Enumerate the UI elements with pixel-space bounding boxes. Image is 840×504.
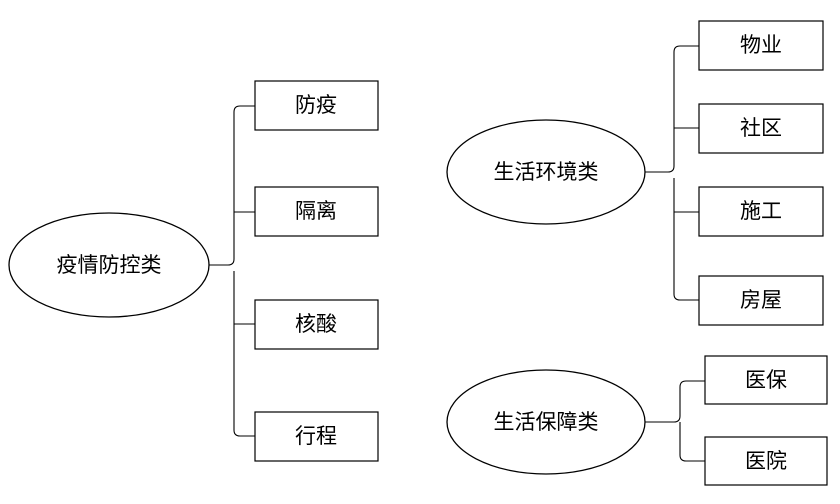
group-living-environment: 生活环境类 物业 社区 施工 房屋: [446, 20, 824, 326]
item-label: 社区: [740, 116, 782, 140]
group-title: 疫情防控类: [57, 253, 162, 277]
item-box: [698, 20, 824, 71]
item-label: 房屋: [740, 288, 782, 312]
group-bracket: [209, 105, 255, 437]
item-label: 医保: [745, 368, 787, 392]
group-epidemic-control: 疫情防控类 防疫 隔离 核酸 行程: [8, 80, 379, 462]
item-label: 防疫: [295, 93, 337, 117]
item-box: [698, 103, 824, 154]
item-label: 物业: [740, 33, 782, 57]
item-box: [254, 411, 379, 462]
item-label: 隔离: [295, 199, 337, 223]
item-box: [698, 275, 824, 326]
group-bracket: [645, 45, 699, 301]
item-box: [254, 80, 379, 131]
item-box: [698, 186, 824, 237]
item-label: 行程: [295, 424, 337, 448]
group-title: 生活环境类: [494, 160, 599, 184]
item-label: 医院: [745, 449, 787, 473]
item-box: [704, 355, 828, 405]
item-box: [254, 299, 379, 350]
item-box: [704, 436, 828, 486]
group-living-security: 生活保障类 医保 医院: [446, 355, 828, 486]
group-title: 生活保障类: [494, 410, 599, 434]
item-label: 核酸: [295, 312, 337, 336]
item-label: 施工: [740, 199, 782, 223]
group-bracket: [645, 380, 705, 462]
item-box: [254, 186, 379, 237]
